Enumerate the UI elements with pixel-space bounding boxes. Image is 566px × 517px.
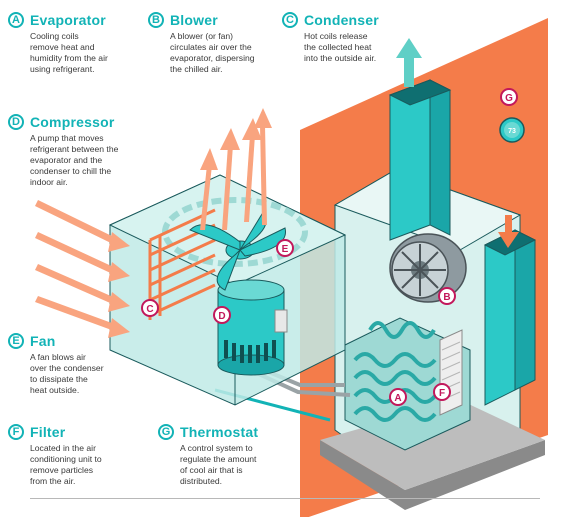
supply-duct <box>388 79 452 241</box>
return-duct <box>483 215 537 406</box>
badge-g: G <box>158 424 174 440</box>
marker-c: C <box>141 299 159 317</box>
hot-air-arrows <box>200 108 272 230</box>
marker-b-label: B <box>443 292 450 303</box>
legend-title-condenser: Condenser <box>304 12 379 28</box>
legend-title-evaporator: Evaporator <box>30 12 106 28</box>
marker-f: F <box>433 383 451 401</box>
blower-unit <box>389 233 467 303</box>
marker-e: E <box>276 239 294 257</box>
legend-desc-blower: A blower (or fan)circulates air over the… <box>170 31 255 74</box>
badge-a: A <box>8 12 24 28</box>
marker-c-label: C <box>146 304 153 315</box>
legend-blower: B Blower A blower (or fan)circulates air … <box>148 12 255 75</box>
legend-title-fan: Fan <box>30 333 56 349</box>
marker-a-label: A <box>394 393 401 404</box>
thermostat-device <box>499 117 525 143</box>
marker-e-label: E <box>282 244 289 255</box>
badge-d: D <box>8 114 24 130</box>
marker-d-label: D <box>218 311 225 322</box>
thermostat-reading: 73 <box>508 128 516 135</box>
compressor <box>217 279 288 376</box>
marker-g: G <box>500 88 518 106</box>
cool-air-up-arrow <box>396 38 422 87</box>
legend-title-compressor: Compressor <box>30 114 115 130</box>
badge-b: B <box>148 12 164 28</box>
legend-title-filter: Filter <box>30 424 66 440</box>
filter-panel <box>439 329 463 416</box>
marker-f-label: F <box>439 388 445 399</box>
marker-g-label: G <box>505 93 513 104</box>
marker-d: D <box>213 306 231 324</box>
badge-f: F <box>8 424 24 440</box>
marker-b: B <box>438 287 456 305</box>
legend-title-blower: Blower <box>170 12 218 28</box>
condenser-fan <box>189 213 286 291</box>
legend-title-thermostat: Thermostat <box>180 424 259 440</box>
marker-a: A <box>389 388 407 406</box>
badge-c: C <box>282 12 298 28</box>
incoming-air-arrows <box>35 200 130 338</box>
badge-e: E <box>8 333 24 349</box>
base-platform <box>320 440 545 510</box>
bottom-divider <box>30 498 540 499</box>
evaporator-coil <box>344 317 471 451</box>
